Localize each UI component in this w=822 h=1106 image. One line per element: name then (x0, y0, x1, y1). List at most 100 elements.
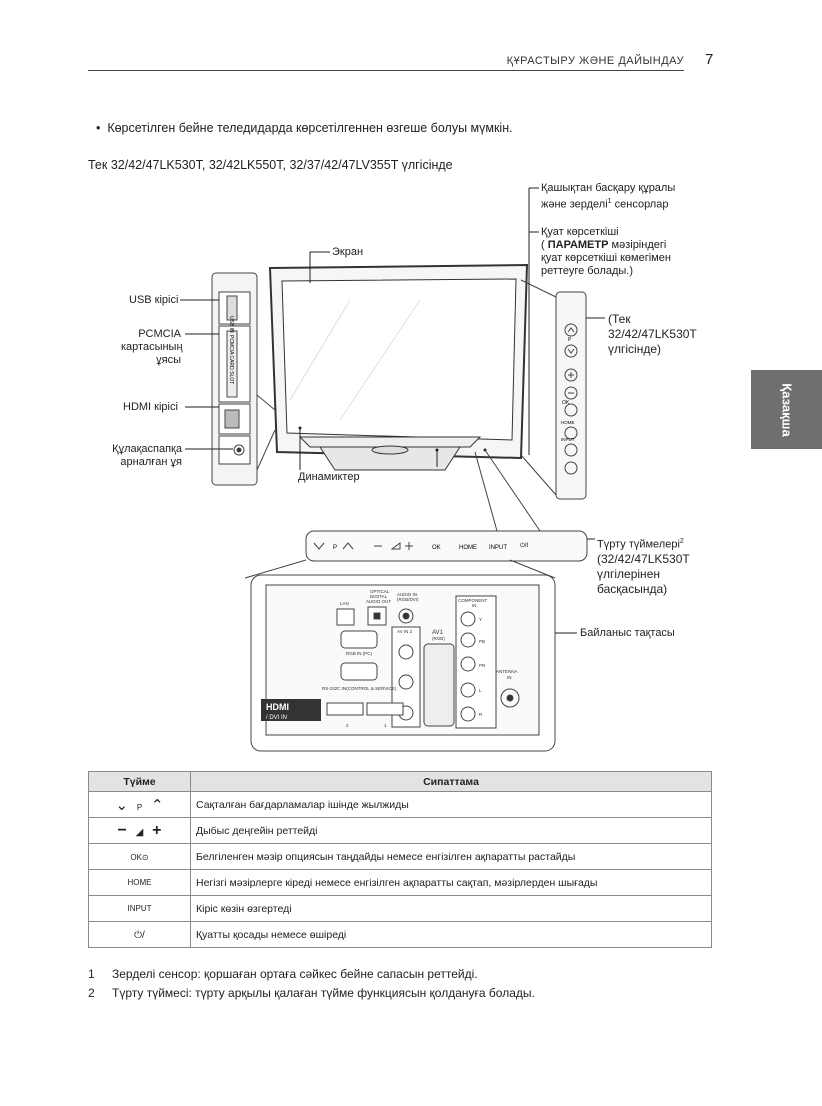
power-indicator-paren: ( (541, 239, 548, 251)
remote-sensor-label: Қашықтан басқару құралы және зерделі1 се… (541, 182, 675, 212)
headphone-label: Құлақаспапқа арналған ұя (108, 443, 182, 469)
hdmi-label: HDMI кірісі (123, 401, 178, 413)
footnote-text: Түрту түймесі: түрту арқылы қалаған түйм… (112, 986, 535, 1000)
footnote-1: 1 Зерделі сенсор: қоршаған ортаға сәйкес … (88, 967, 478, 981)
header-rule (88, 70, 684, 71)
program-buttons-cell: ⌄ P ⌃ (88, 791, 191, 818)
table-row: − ◢ + Дыбыс деңгейін реттейді (88, 817, 712, 844)
side-input-label: INPUT (561, 437, 575, 442)
touch-buttons-label: Түрту түймелері2 (32/42/47LK530T үлгілер… (597, 535, 690, 597)
connection-panel (250, 574, 556, 752)
tv-illustration (268, 263, 529, 471)
usb-label: USB кірісі (129, 294, 179, 306)
antenna-in-label: IN (507, 675, 512, 680)
touch-buttons-text: Түрту түймелері (597, 538, 680, 551)
program-p-label: P (136, 802, 143, 812)
table-row: HOME Негізгі мәзірлерге кіреді немесе ен… (88, 869, 712, 896)
ok-button-cell: OK⊙ (88, 843, 191, 870)
power-indicator-label: Қуат көрсеткіші ( ПАРАМЕТР мәзіріндегі қ… (541, 226, 671, 278)
touch-p-label: P (333, 545, 337, 551)
audio-in-label: AUDIO IN (397, 592, 417, 597)
usb-in-label: USB IN (228, 316, 234, 333)
av1-rgb-label: (RGB) (432, 636, 445, 641)
power-indicator-line3: қуат көрсеткіші көмегімен (541, 252, 671, 264)
power-indicator-line1: Қуат көрсеткіші (541, 226, 619, 238)
l-label: L (479, 688, 482, 693)
table-row: INPUT Кіріс көзін өзгертеді (88, 895, 712, 922)
models-line: Тек 32/42/47LK530T, 32/42LK550T, 32/37/4… (88, 158, 453, 172)
power-button-cell: ⏻/ (88, 921, 191, 948)
ok-circle-icon: ⊙ (141, 852, 149, 862)
button-description-table: Түйме Сипаттама ⌄ P ⌃ Сақталған бағдарла… (88, 771, 712, 948)
chevron-down-icon: ⌄ (115, 796, 129, 814)
speakers-label: Динамиктер (298, 471, 360, 483)
input-button-cell: INPUT (88, 895, 191, 922)
running-header: ҚҰРАСТЫРУ ЖӘНЕ ДАЙЫНДАУ (506, 55, 684, 67)
footnote-number: 2 (88, 986, 95, 1000)
pcmcia-slot-label: PCMCIA CARD SLOT (228, 335, 234, 384)
col-button-header: Түйме (88, 771, 191, 792)
table-header-row: Түйме Сипаттама (88, 771, 712, 792)
only-model-line2: 32/42/47LK530T (608, 327, 697, 341)
pb-label: PB (479, 639, 485, 644)
remote-sensor-line2: және зерделі1 сенсорлар (541, 195, 675, 212)
y-label: Y (479, 617, 482, 622)
power-indicator-line2: ( ПАРАМЕТР мәзіріндегі (541, 239, 671, 252)
touch-home-label: HOME (459, 545, 477, 551)
hdmi-dvi-label: / DVI IN (266, 715, 287, 721)
hdmi-dvi-badge (261, 699, 321, 721)
digital-label: DIGITAL (370, 594, 388, 599)
row-desc: Дыбыс деңгейін реттейді (190, 817, 712, 844)
screen-label: Экран (332, 246, 364, 258)
audio-in-sub-label: (RGB/DVI) (397, 597, 419, 602)
side-home-label: HOME (561, 420, 575, 425)
component-in-label: IN (472, 603, 477, 608)
rgb-in-label: RGB IN (PC) (346, 651, 373, 656)
page-number: 7 (705, 51, 714, 68)
side-ok-label: OK (562, 400, 570, 406)
side-p-label: P (568, 337, 572, 343)
row-desc: Негізгі мәзірлерге кіреді немесе енгізіл… (190, 869, 712, 896)
headphone-line2: арналған ұя (120, 456, 182, 468)
row-desc: Сақталған бағдарламалар ішінде жылжиды (190, 791, 712, 818)
optical-label: OPTICAL (370, 589, 390, 594)
footnote-number: 1 (88, 967, 95, 981)
touch-buttons-line4: басқасында) (597, 581, 668, 596)
leader-lines (180, 187, 605, 634)
row-desc: Кіріс көзін өзгертеді (190, 895, 712, 922)
footnote-ref-1: 1 (607, 198, 612, 205)
touch-ok-label: OK (432, 545, 441, 551)
row-desc: Белгіленген мәзір опциясын таңдайды неме… (190, 843, 712, 870)
touch-input-label: INPUT (489, 545, 507, 551)
table-row: ⌄ P ⌃ Сақталған бағдарламалар ішінде жыл… (88, 791, 712, 818)
r-label: R (479, 712, 483, 717)
note-line: • Көрсетілген бейне теледидарда көрсетіл… (96, 121, 513, 135)
footnote-text: Зерделі сенсор: қоршаған ортаға сәйкес б… (112, 967, 478, 981)
only-model-line1: (Тек (608, 312, 631, 326)
footnote-2: 2 Түрту түймесі: түрту арқылы қалаған түй… (88, 986, 535, 1000)
note-text: Көрсетілген бейне теледидарда көрсетілге… (107, 121, 513, 135)
plus-icon: + (152, 821, 162, 839)
touch-button-bar (244, 449, 588, 579)
panel-label: Байланыс тақтасы (580, 627, 675, 639)
hdmi-logo-text: HDMI (266, 702, 289, 712)
pr-label: PR (479, 663, 486, 668)
hdmi-port1-label: 1 (384, 723, 387, 728)
remote-sensor-line1: Қашықтан басқару құралы (541, 182, 676, 194)
av1-label: AV1 (432, 630, 444, 636)
minus-icon: − (117, 821, 127, 839)
row-desc: Қуатты қосады немесе өшіреді (190, 921, 712, 948)
pcmcia-line2: картасының (121, 341, 183, 353)
home-button-cell: HOME (88, 869, 191, 896)
side-button-column (520, 279, 587, 500)
pcmcia-label: PCMCIA картасының ұясы (121, 328, 183, 367)
language-tab: Қазақша (751, 370, 822, 449)
tv-diagram: USB IN PCMCIA CARD SLOT P OK HOME INPUT (180, 187, 605, 752)
remote-sensor-text-end: сенсорлар (611, 198, 669, 211)
volume-icon: ◢ (135, 826, 144, 838)
table-row: OK⊙ Белгіленген мәзір опциясын таңдайды … (88, 843, 712, 870)
av-in2-label: AV IN 2 (397, 629, 413, 634)
audio-out-label: AUDIO OUT (366, 599, 391, 604)
antenna-label: ANTENNA (496, 669, 518, 674)
power-indicator-menu-text: мәзіріндегі (608, 239, 667, 251)
